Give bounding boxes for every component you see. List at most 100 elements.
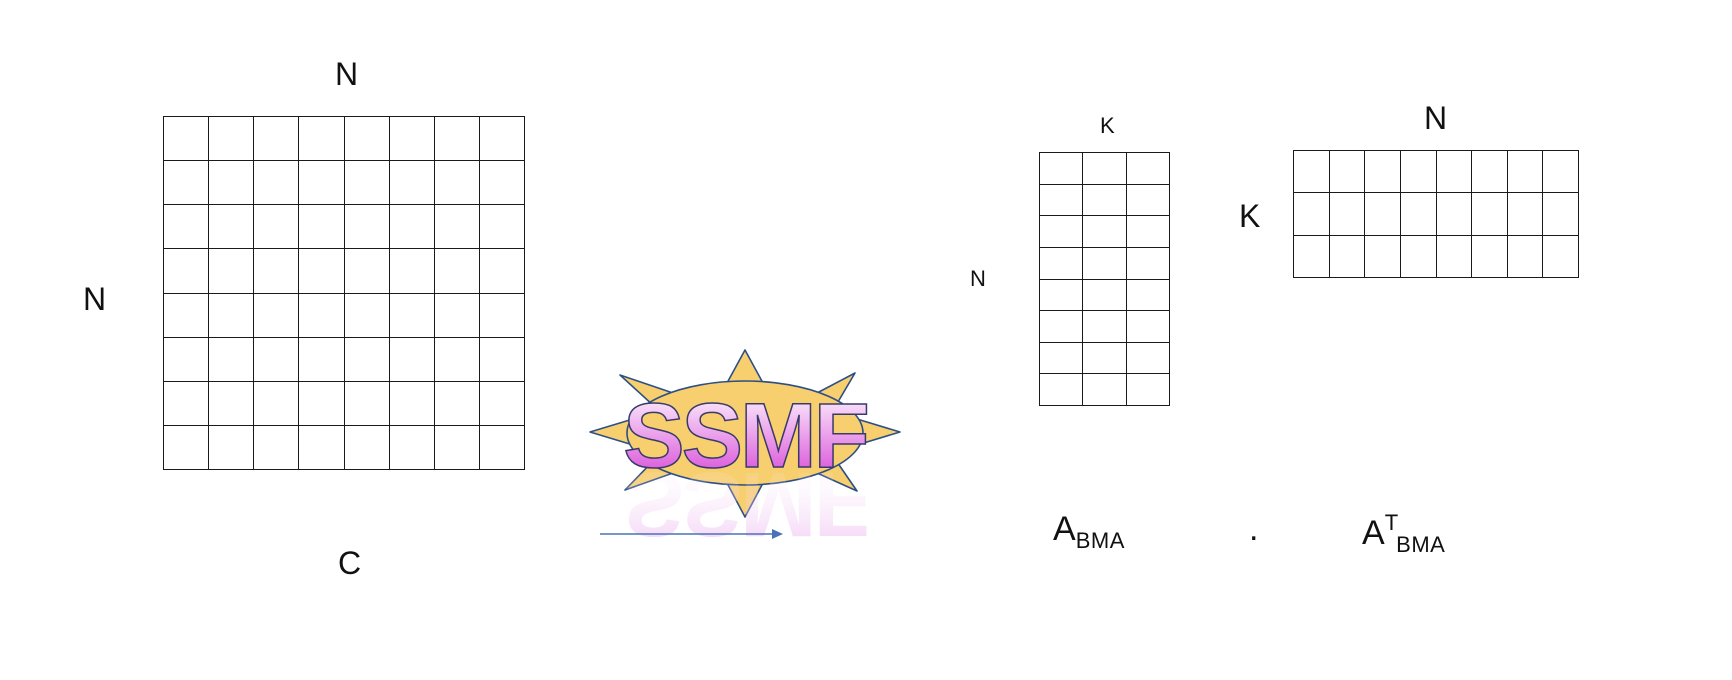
matrix-cell	[164, 205, 210, 250]
left-matrix-side-label: N	[83, 281, 107, 317]
matrix-cell	[434, 381, 480, 426]
matrix-cell	[389, 205, 435, 250]
a-matrix-grid	[1039, 152, 1170, 406]
at-matrix-side-label: K	[1239, 198, 1261, 234]
matrix-cell	[479, 337, 525, 382]
matrix-cell	[344, 117, 390, 162]
matrix-cell	[1126, 374, 1170, 406]
matrix-cell	[1543, 193, 1579, 236]
matrix-cell	[1365, 193, 1401, 236]
matrix-cell	[254, 161, 300, 206]
matrix-cell	[434, 337, 480, 382]
matrix-cell	[1040, 247, 1084, 280]
matrix-cell	[1329, 235, 1366, 278]
matrix-cell	[209, 337, 255, 382]
matrix-cell	[479, 161, 525, 206]
matrix-cell	[344, 337, 390, 382]
matrix-cell	[164, 425, 210, 470]
matrix-cell	[1329, 151, 1366, 194]
matrix-cell	[299, 337, 345, 382]
matrix-cell	[1436, 151, 1473, 194]
matrix-cell	[299, 249, 345, 294]
matrix-cell	[1040, 216, 1084, 248]
matrix-cell	[164, 249, 210, 294]
logo-text: SSMF	[623, 385, 867, 487]
matrix-cell	[254, 249, 300, 294]
matrix-cell	[389, 161, 435, 206]
matrix-cell	[1083, 374, 1127, 406]
matrix-cell	[434, 293, 480, 338]
matrix-cell	[1083, 184, 1127, 217]
matrix-cell	[254, 425, 300, 470]
logo-reflection: SSMF	[623, 453, 867, 555]
matrix-cell	[1472, 235, 1508, 278]
matrix-cell	[209, 117, 255, 162]
matrix-cell	[254, 337, 300, 382]
matrix-cell	[434, 425, 480, 470]
matrix-cell	[344, 161, 390, 206]
matrix-cell	[1294, 193, 1330, 236]
matrix-cell	[479, 425, 525, 470]
matrix-cell	[344, 381, 390, 426]
matrix-cell	[1040, 153, 1084, 185]
matrix-cell	[299, 205, 345, 250]
matrix-cell	[209, 425, 255, 470]
arrow-right-icon	[600, 529, 783, 539]
a-matrix-caption: ABMA	[1053, 512, 1125, 552]
ssmf-logo: SSMF SSMF	[585, 349, 905, 615]
matrix-cell	[209, 381, 255, 426]
matrix-cell	[1294, 235, 1330, 278]
matrix-cell	[479, 249, 525, 294]
matrix-cell	[479, 293, 525, 338]
at-matrix-grid	[1293, 150, 1579, 278]
matrix-cell	[389, 117, 435, 162]
matrix-cell	[1294, 151, 1330, 194]
matrix-cell	[389, 293, 435, 338]
matrix-cell	[434, 161, 480, 206]
matrix-cell	[1329, 193, 1366, 236]
matrix-cell	[1126, 153, 1170, 185]
matrix-cell	[479, 205, 525, 250]
matrix-cell	[1040, 184, 1084, 217]
matrix-cell	[434, 205, 480, 250]
matrix-cell	[1040, 311, 1084, 343]
matrix-cell	[1472, 193, 1508, 236]
matrix-cell	[1083, 279, 1127, 312]
matrix-cell	[164, 337, 210, 382]
matrix-cell	[389, 425, 435, 470]
matrix-cell	[1083, 216, 1127, 248]
matrix-cell	[299, 381, 345, 426]
matrix-cell	[299, 161, 345, 206]
matrix-cell	[1507, 151, 1544, 194]
matrix-cell	[1126, 247, 1170, 280]
a-caption-sub: BMA	[1075, 528, 1125, 553]
at-caption-sub: BMA	[1396, 532, 1446, 557]
sun-icon	[589, 349, 901, 518]
matrix-cell	[1083, 153, 1127, 185]
matrix-cell	[1126, 184, 1170, 217]
a-matrix-top-label: K	[1100, 113, 1115, 138]
matrix-cell	[1126, 279, 1170, 312]
matrix-cell	[344, 205, 390, 250]
matrix-cell	[1472, 151, 1508, 194]
at-matrix-top-label: N	[1424, 100, 1448, 136]
matrix-cell	[389, 249, 435, 294]
matrix-cell	[434, 249, 480, 294]
matrix-cell	[299, 117, 345, 162]
matrix-cell	[254, 381, 300, 426]
matrix-cell	[1436, 193, 1473, 236]
matrix-cell	[1400, 193, 1437, 236]
matrix-cell	[1436, 235, 1473, 278]
matrix-cell	[344, 425, 390, 470]
matrix-cell	[1083, 342, 1127, 375]
matrix-cell	[164, 381, 210, 426]
matrix-cell	[344, 249, 390, 294]
matrix-cell	[479, 381, 525, 426]
matrix-cell	[389, 337, 435, 382]
matrix-cell	[1040, 279, 1084, 312]
left-matrix-grid	[163, 116, 525, 470]
matrix-cell	[254, 205, 300, 250]
matrix-cell	[1083, 247, 1127, 280]
matrix-cell	[209, 293, 255, 338]
matrix-cell	[1040, 374, 1084, 406]
